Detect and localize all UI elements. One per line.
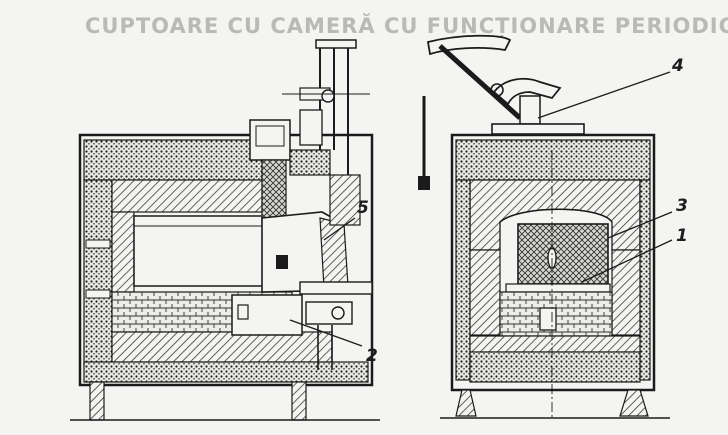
right-furnace-section [418, 34, 670, 420]
callout-4: 4 [672, 56, 684, 76]
leader-2 [289, 319, 363, 347]
left-furnace-section [70, 39, 380, 421]
leader-lines [289, 71, 673, 347]
leader-3 [607, 211, 673, 239]
callout-5: 5 [357, 198, 369, 218]
leader-5 [323, 217, 356, 241]
callout-1: 1 [676, 226, 688, 246]
bleed-through-title: CUPTOARE CU CAMERĂ CU FUNCȚIONARE PERIOD… [85, 14, 728, 38]
callout-2: 2 [366, 346, 378, 366]
leader-1 [581, 239, 673, 283]
callout-3: 3 [676, 196, 688, 216]
leader-4 [537, 71, 671, 119]
